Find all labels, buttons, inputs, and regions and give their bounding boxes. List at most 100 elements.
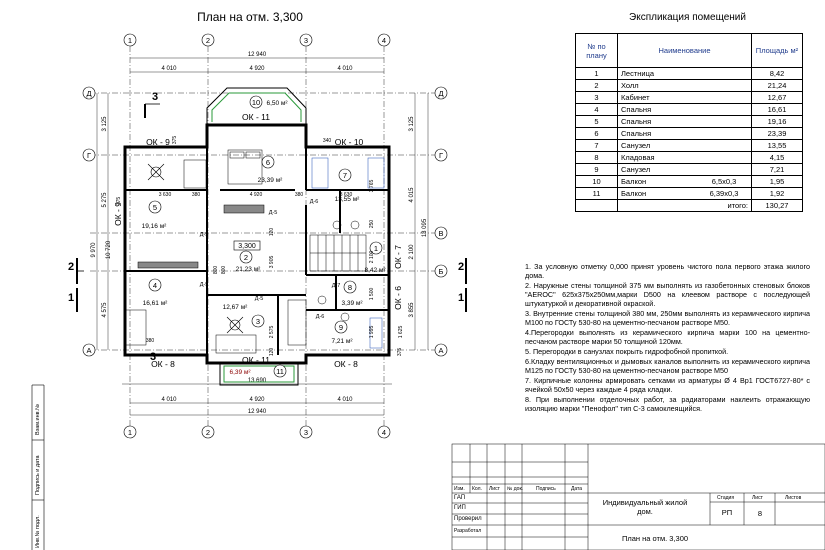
window-label: ОК - 10 [335, 137, 364, 147]
inner-dim: 1 500 [369, 288, 375, 301]
stamp-col: Лист [489, 486, 500, 492]
room-area-cell: 23,39 [751, 127, 803, 140]
dim-bottom: 4 010 [161, 397, 177, 403]
axis-label: 4 [382, 36, 386, 45]
stamp-row: Проверил [454, 516, 482, 522]
room-name-cell: Спальня [617, 127, 697, 140]
room-number-cell: 11 [575, 187, 618, 200]
axis-label: А [438, 346, 443, 355]
total-label: итого: [617, 199, 752, 212]
dim-bottom-inner: 13 690 [248, 378, 267, 384]
room-number-cell: 6 [575, 127, 618, 140]
axis-label: 4 [382, 428, 386, 437]
room-name-cell: Кладовая [617, 151, 697, 164]
inner-dim: 1 995 [369, 326, 375, 339]
axis-bubble-d [82, 86, 96, 100]
stamp-sheet-title: План на отм. 3,300 [621, 534, 689, 543]
room-marker-2 [239, 250, 253, 264]
room-name-cell: Санузел [617, 163, 697, 176]
room-name-cell: Спальня [617, 103, 697, 116]
room-area: 8,42 м² [364, 267, 386, 274]
dim-right: 2 100 [409, 244, 415, 260]
room-extra-cell [697, 151, 752, 164]
inner-dim: 250 [369, 220, 375, 229]
room-number: 8 [348, 283, 352, 292]
room-marker-5 [148, 200, 162, 214]
door-label: Д-7 [332, 283, 341, 289]
stamp-stage: РП [721, 508, 733, 517]
door-label: Д-6 [316, 314, 325, 320]
stamp-col: Дата [571, 486, 583, 492]
inner-dim: 800 [221, 266, 227, 275]
room-number: 3 [256, 317, 260, 326]
door-label: Д-5 [269, 210, 278, 216]
window-label: ОК - 9 [146, 137, 170, 147]
table-header: Наименование [617, 33, 752, 68]
axis-bubble-g-right [434, 148, 448, 162]
section-label: 1 [68, 292, 74, 304]
room-name-cell: Балкон [617, 175, 697, 188]
stamp-col: Кол. [472, 486, 482, 492]
axis-bubble-3 [299, 33, 313, 47]
title-block [451, 443, 825, 550]
stair [309, 234, 367, 272]
stamp-row: ГИП [454, 505, 466, 511]
axis-bubble-a [82, 343, 96, 357]
section-label: 3 [152, 91, 158, 103]
table-total-row: итого:130,27 [575, 199, 803, 212]
stamp-project: Индивидуальный жилой дом. [602, 498, 688, 516]
axis-bubble-g [82, 148, 96, 162]
room-marker-10 [249, 95, 263, 109]
room-extra-cell: 6,39х0,3 [697, 187, 752, 200]
note: 4.Перегородки выполнять из керамического… [525, 328, 810, 346]
note: 8. При выполнении отделочных работ, за р… [525, 395, 810, 413]
inner-dim: 375 [116, 197, 122, 206]
room-area-cell: 16,61 [751, 103, 803, 116]
section-label: 1 [458, 292, 464, 304]
axis-bubble-1-bottom [123, 425, 137, 439]
axis-label: А [86, 346, 91, 355]
room-extra-cell [697, 163, 752, 176]
axis-label: Д [86, 89, 91, 98]
inner-dim: 375 [397, 348, 403, 357]
stamp-sheets-label: Листов [785, 495, 802, 501]
balcony-10 [206, 87, 307, 125]
room-area-cell: 1,92 [751, 187, 803, 200]
total-empty-cell [575, 199, 618, 212]
door-label: Д-5 [200, 282, 209, 288]
room-number-cell: 9 [575, 163, 618, 176]
room-area-cell: 4,15 [751, 151, 803, 164]
room-marker-6 [261, 155, 275, 169]
room-name-cell: Холл [617, 79, 697, 92]
room-marker-4 [148, 278, 162, 292]
room-number: 5 [153, 203, 157, 212]
stamp-sheet-label: Лист [752, 495, 763, 501]
room-number: 9 [339, 323, 343, 332]
inner-dim: 3 630 [159, 192, 172, 198]
section-markers [76, 103, 467, 312]
room-area: 13,55 м² [335, 196, 361, 203]
room-name-cell: Кабинет [617, 91, 697, 104]
room-number-cell: 1 [575, 67, 618, 80]
room-number: 7 [343, 171, 347, 180]
side-frame [31, 384, 45, 550]
inner-dim: 340 [323, 138, 332, 144]
notes: 1. За условную отметку 0,000 принят уров… [525, 262, 810, 414]
room-area-cell: 1,95 [751, 175, 803, 188]
axis-label: В [438, 229, 443, 238]
table-header: № по плану [575, 33, 618, 68]
axis-bubble-d-right [434, 86, 448, 100]
room-name-cell: Лестница [617, 67, 697, 80]
room-number: 11 [276, 367, 284, 376]
room-area: 7,21 м² [331, 338, 353, 345]
room-extra-cell: 6,5х0,3 [697, 175, 752, 188]
note: 3. Внутренние стены толщиной 380 мм, 250… [525, 309, 810, 327]
window-label: ОК - 11 [242, 112, 270, 122]
stamp-col: Подпись [536, 486, 556, 492]
